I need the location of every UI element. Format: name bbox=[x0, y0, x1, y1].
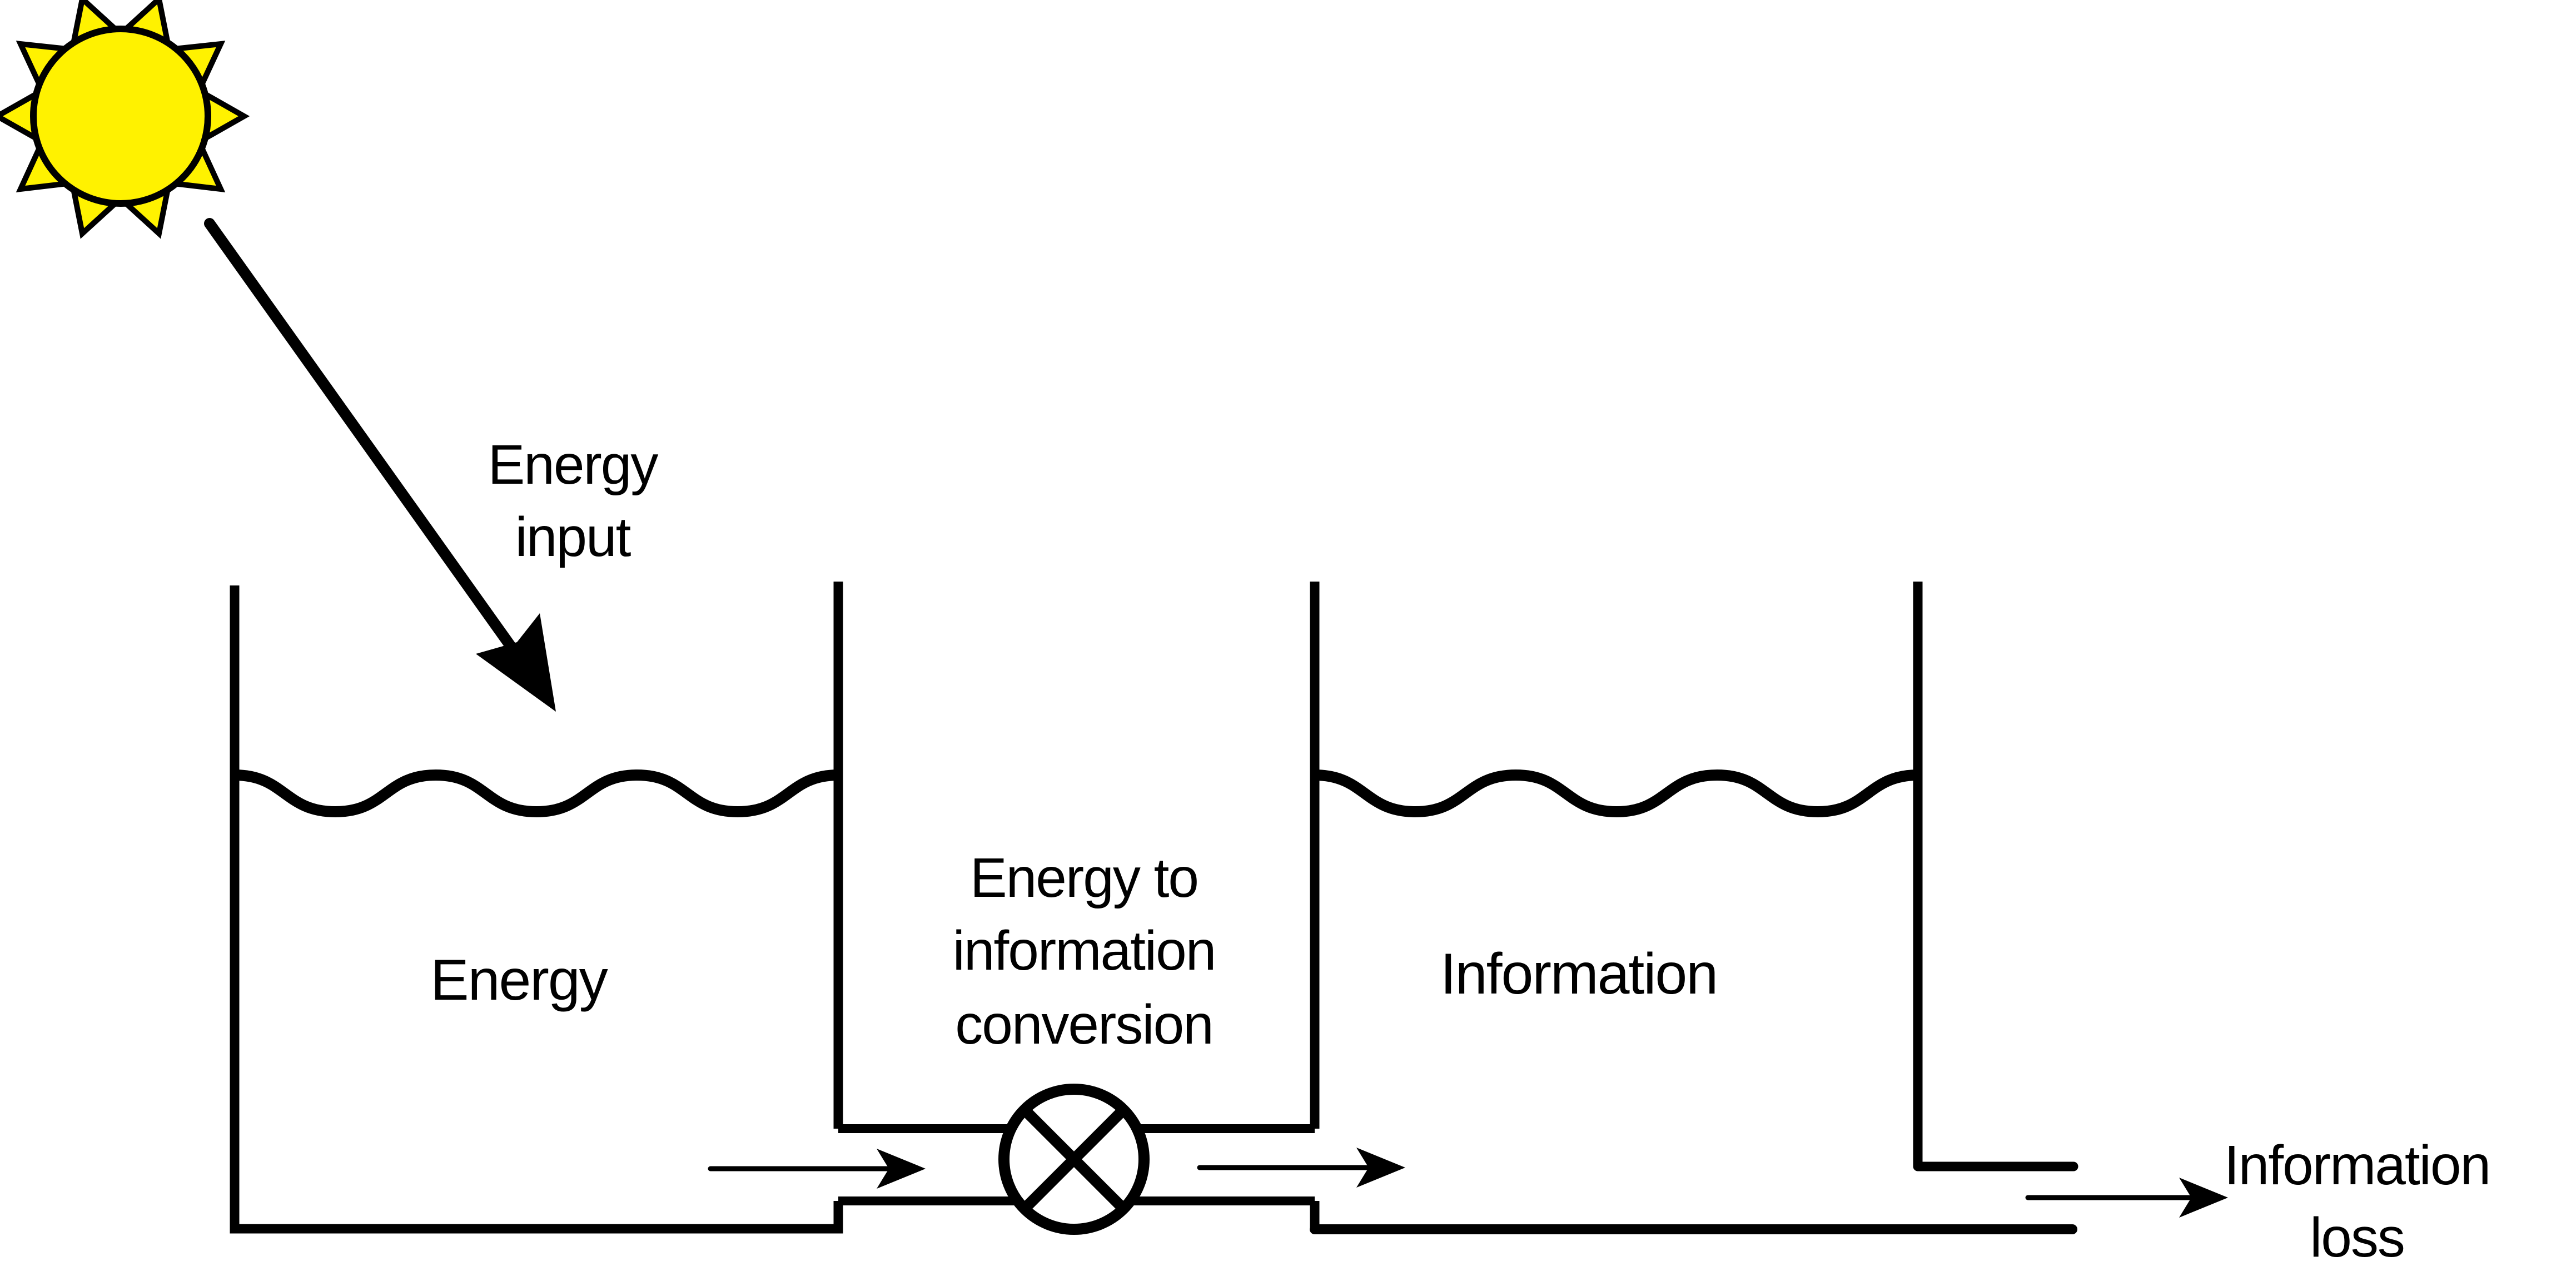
information-loss-arrowhead bbox=[2179, 1178, 2228, 1218]
flow-arrow-right bbox=[1197, 1148, 1405, 1188]
energy-input-arrow bbox=[204, 218, 556, 712]
conversion-label-line1: Energy to bbox=[970, 847, 1198, 909]
energy-input-label: Energy input bbox=[488, 434, 660, 568]
sun-body bbox=[30, 26, 211, 207]
valve-icon bbox=[998, 1084, 1150, 1235]
conversion-label-line2: information bbox=[953, 920, 1216, 982]
energy-input-arrow-shaft bbox=[204, 218, 525, 664]
energy-tank-left-wall-and-bottom bbox=[230, 585, 843, 1234]
information-loss-label-line1: Information bbox=[2224, 1134, 2490, 1196]
flow-arrow-left-head bbox=[877, 1149, 926, 1189]
flow-arrow-left bbox=[708, 1149, 926, 1189]
energy-tank-label: Energy bbox=[430, 948, 608, 1012]
information-tank-label: Information bbox=[1440, 942, 1717, 1006]
flow-arrow-right-head bbox=[1356, 1148, 1405, 1188]
energy-input-label-line2: input bbox=[515, 506, 631, 568]
information-tank-water-level-wave bbox=[1314, 769, 1918, 818]
energy-input-label-line1: Energy bbox=[488, 434, 659, 496]
energy-tank-water-level-wave bbox=[234, 769, 839, 818]
valve-cross-line-2 bbox=[1020, 1105, 1128, 1213]
conversion-pipe bbox=[708, 1084, 1405, 1235]
energy-input-arrowhead bbox=[476, 613, 556, 712]
sun-icon bbox=[0, 0, 250, 239]
conversion-label: Energy to information conversion bbox=[953, 847, 1217, 1056]
information-loss-label-line2: loss bbox=[2310, 1207, 2404, 1269]
energy-tank bbox=[230, 582, 843, 1234]
information-loss-label: Information loss bbox=[2224, 1134, 2491, 1269]
information-tank bbox=[1310, 582, 2078, 1234]
information-loss-arrow bbox=[2025, 1178, 2228, 1218]
conversion-label-line3: conversion bbox=[955, 994, 1213, 1056]
